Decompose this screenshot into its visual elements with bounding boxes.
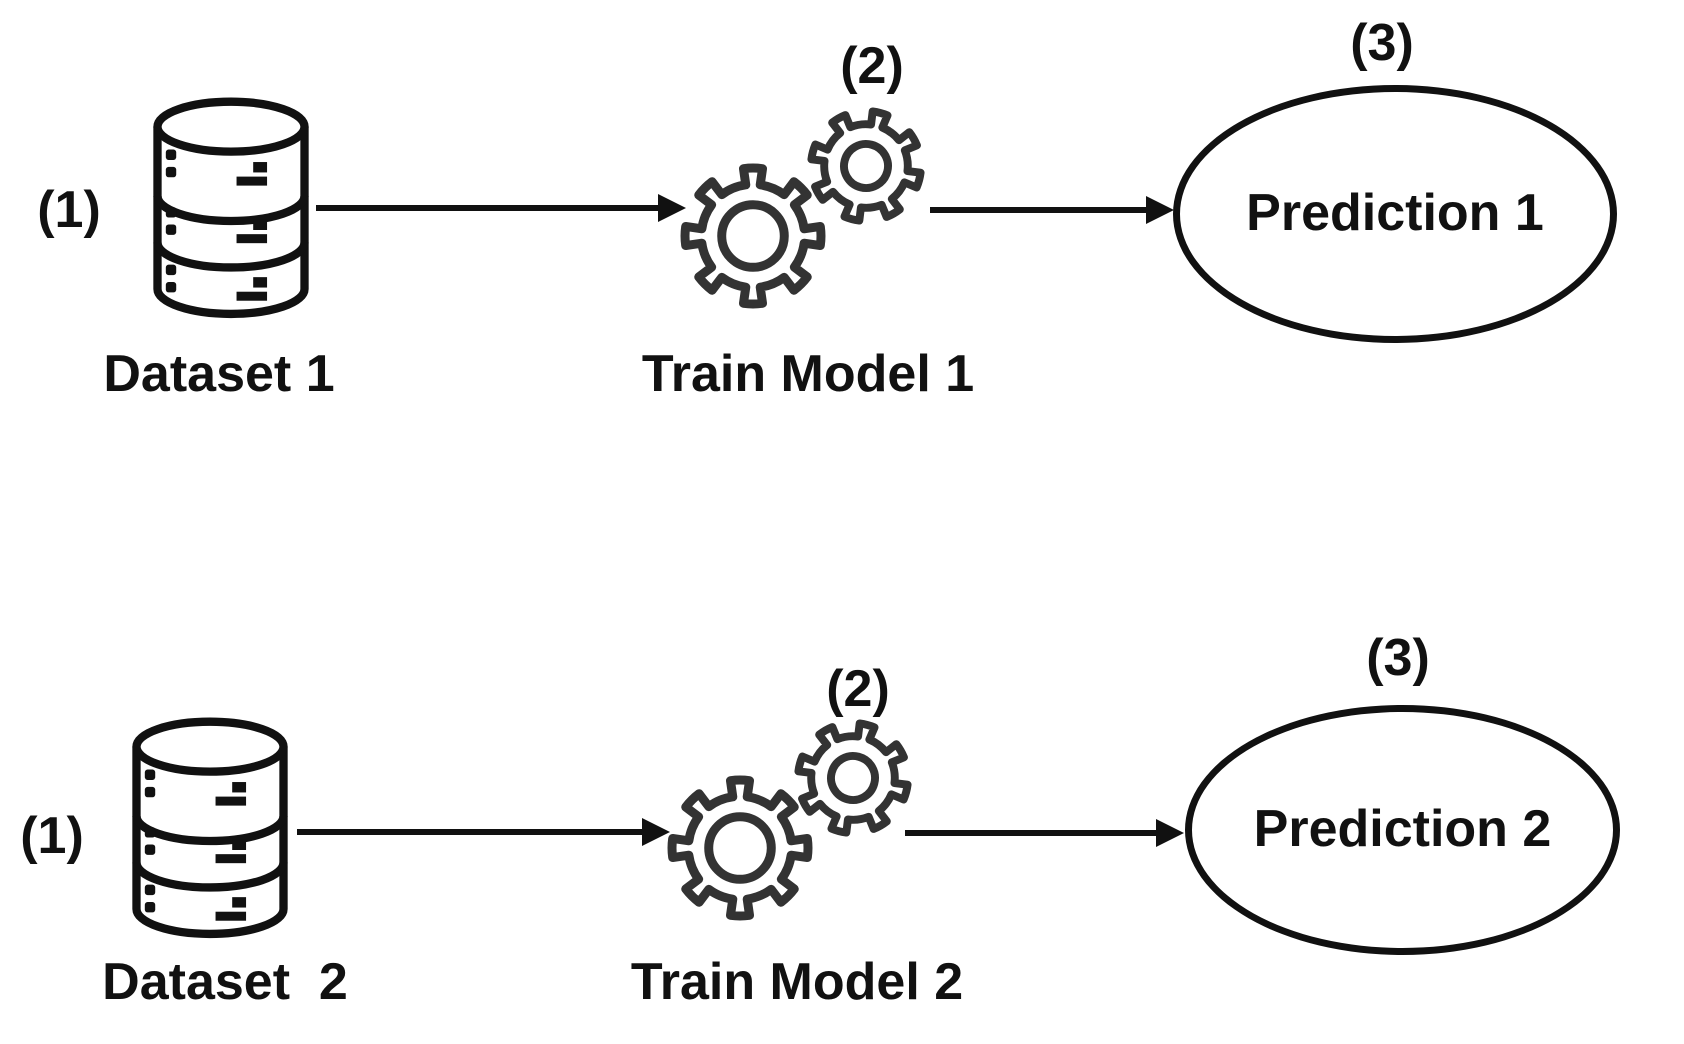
prediction-2-label: Prediction 2 [1253,800,1552,859]
prediction-1-label: Prediction 1 [1246,184,1544,243]
gears-icon [625,698,925,948]
dataset-2-label: Dataset 2 [102,953,348,1011]
arrow-dataset2-to-train2 [297,818,670,846]
step-number-train-1: (2) [840,37,904,95]
prediction-2-node: Prediction 2 [1185,705,1620,955]
arrow-dataset1-to-train1 [316,194,686,222]
step-number-dataset-1: (1) [37,181,101,239]
gears-icon [638,86,938,336]
step-number-prediction-1: (3) [1350,14,1414,72]
train-model-1-label: Train Model 1 [641,345,975,403]
train-model-2-label: Train Model 2 [630,953,964,1011]
step-number-train-2: (2) [826,660,890,718]
prediction-1-node: Prediction 1 [1173,85,1617,343]
database-icon [123,712,297,945]
arrow-train1-to-prediction1 [930,196,1174,224]
dataset-1-label: Dataset 1 [103,345,335,403]
database-icon [146,92,316,325]
step-number-prediction-2: (3) [1366,629,1430,687]
arrow-train2-to-prediction2 [905,819,1184,847]
step-number-dataset-2: (1) [20,807,84,865]
